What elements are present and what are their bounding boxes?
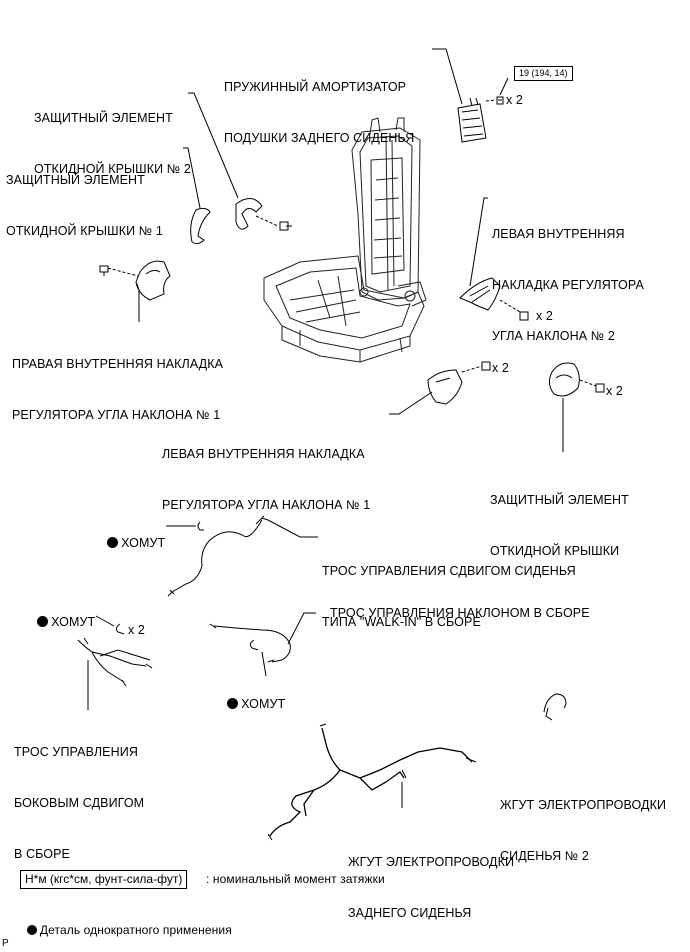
label-line: В СБОРЕ	[14, 847, 70, 861]
label-side-shift-cable: ТРОС УПРАВЛЕНИЯ БОКОВЫМ СДВИГОМ В СБОРЕ	[14, 710, 144, 880]
corner-code: P	[2, 938, 9, 949]
label-line: ПРАВАЯ ВНУТРЕННЯЯ НАКЛАДКА	[12, 357, 224, 371]
label-line: НАКЛАДКА РЕГУЛЯТОРА	[492, 278, 644, 292]
clamp-icon	[249, 639, 259, 651]
label-rear-seat-wire: ЖГУТ ЭЛЕКТРОПРОВОДКИ ЗАДНЕГО СИДЕНЬЯ	[348, 820, 514, 939]
label-line: ЗАЩИТНЫЙ ЭЛЕМЕНТ	[490, 493, 629, 507]
label-clamp: ХОМУТ	[30, 597, 95, 631]
label-line: ЗАЩИТНЫЙ ЭЛЕМЕНТ	[6, 173, 145, 187]
label-line: БОКОВЫМ СДВИГОМ	[14, 796, 145, 810]
screw-icon	[519, 311, 529, 321]
label-left-inner-recliner-1: ЛЕВАЯ ВНУТРЕННЯЯ НАКЛАДКА РЕГУЛЯТОРА УГЛ…	[162, 412, 370, 531]
single-use-dot-icon	[37, 616, 49, 627]
label-line: СИДЕНЬЯ № 2	[500, 849, 589, 863]
screw-icon	[279, 221, 292, 231]
quantity-label: x 2	[128, 623, 145, 637]
label-line: ЖГУТ ЭЛЕКТРОПРОВОДКИ	[348, 855, 515, 869]
right-inner-recliner-cover-1-part	[135, 260, 171, 301]
label-right-inner-recliner-1: ПРАВАЯ ВНУТРЕННЯЯ НАКЛАДКА РЕГУЛЯТОРА УГ…	[12, 322, 223, 441]
label-line: РЕГУЛЯТОРА УГЛА НАКЛОНА № 1	[12, 408, 221, 422]
walkin-cable-part	[171, 519, 263, 593]
label-walkin-cable: ТРОС УПРАВЛЕНИЯ СДВИГОМ СИДЕНЬЯ ТИПА "WA…	[322, 529, 576, 648]
label-line: ЖГУТ ЭЛЕКТРОПРОВОДКИ	[500, 798, 667, 812]
bolt-icon	[496, 96, 504, 105]
torque-spec-box: 19 (194, 14)	[514, 66, 573, 81]
left-inner-recliner-cover-1-part	[427, 369, 463, 405]
rear-cushion-spring	[457, 97, 497, 143]
label-line: ОТКИДНОЙ КРЫШКИ № 2	[34, 162, 191, 176]
label-recline-cable: ТРОС УПРАВЛЕНИЯ НАКЛОНОМ В СБОРЕ	[330, 606, 590, 620]
torque-legend-box: Н*м (кгс*см, фунт-сила-фут)	[20, 870, 188, 889]
label-hinge-cover-1: ЗАЩИТНЫЙ ЭЛЕМЕНТ ОТКИДНОЙ КРЫШКИ № 1	[6, 138, 163, 257]
label-left-inner-recliner-2: ЛЕВАЯ ВНУТРЕННЯЯ НАКЛАДКА РЕГУЛЯТОРА УГЛ…	[492, 192, 644, 362]
label-seat-wire-2: ЖГУТ ЭЛЕКТРОПРОВОДКИ СИДЕНЬЯ № 2	[500, 763, 666, 882]
quantity-label: x 2	[606, 384, 623, 398]
side-shift-cable-part	[77, 639, 151, 683]
label-clamp: ХОМУТ	[220, 679, 285, 713]
clamp-text: ХОМУТ	[121, 536, 166, 550]
single-use-legend-text: Деталь однократного применения	[39, 923, 232, 937]
label-line: ТРОС УПРАВЛЕНИЯ СДВИГОМ СИДЕНЬЯ	[322, 564, 576, 578]
single-use-dot-icon	[227, 698, 239, 709]
screw-icon	[481, 361, 491, 371]
label-line: РЕГУЛЯТОРА УГЛА НАКЛОНА № 1	[162, 498, 371, 512]
label-line: ТРОС УПРАВЛЕНИЯ	[14, 745, 138, 759]
label-line: ЗАЩИТНЫЙ ЭЛЕМЕНТ	[34, 111, 173, 125]
clamp-icon	[115, 623, 125, 635]
label-hinge-cover: ЗАЩИТНЫЙ ЭЛЕМЕНТ ОТКИДНОЙ КРЫШКИ	[490, 458, 629, 577]
label-line: ТИПА "WALK-IN" В СБОРЕ	[322, 615, 481, 629]
label-line: ПОДУШКИ ЗАДНЕГО СИДЕНЬЯ	[224, 131, 415, 145]
hinge-cover-2-part	[235, 198, 263, 230]
label-line: УГЛА НАКЛОНА № 2	[492, 329, 615, 343]
left-inner-recliner-cover-2-part	[459, 277, 501, 311]
clamp-icon	[197, 521, 204, 531]
seat-wire-2-part	[543, 693, 567, 721]
label-line: ОТКИДНОЙ КРЫШКИ № 1	[6, 224, 163, 238]
quantity-label: x 2	[506, 93, 523, 107]
hinge-cover-1-part	[190, 207, 211, 245]
screw-icon	[99, 265, 109, 276]
hinge-cover-part	[548, 362, 580, 397]
label-rear-cushion-spring: ПРУЖИННЫЙ АМОРТИЗАТОР ПОДУШКИ ЗАДНЕГО СИ…	[224, 45, 414, 164]
torque-legend-text: : номинальный момент затяжки	[206, 872, 385, 886]
single-use-legend: Деталь однократного применения	[20, 905, 232, 939]
label-clamp: ХОМУТ	[100, 518, 165, 552]
single-use-dot-icon	[26, 925, 37, 935]
seat-frame	[263, 117, 427, 363]
label-line: ЗАДНЕГО СИДЕНЬЯ	[348, 906, 472, 920]
recline-cable-part	[213, 625, 291, 663]
quantity-label: x 2	[492, 361, 509, 375]
rear-seat-wire-part	[269, 727, 473, 837]
label-line: ОТКИДНОЙ КРЫШКИ	[490, 544, 620, 558]
screw-icon	[595, 383, 605, 393]
label-line: ЛЕВАЯ ВНУТРЕННЯЯ НАКЛАДКА	[162, 447, 365, 461]
label-hinge-cover-2: ЗАЩИТНЫЙ ЭЛЕМЕНТ ОТКИДНОЙ КРЫШКИ № 2	[34, 76, 191, 195]
single-use-dot-icon	[107, 537, 119, 548]
clamp-text: ХОМУТ	[241, 697, 286, 711]
quantity-label: x 2	[536, 309, 553, 323]
clamp-text: ХОМУТ	[51, 615, 96, 629]
label-line: ПРУЖИННЫЙ АМОРТИЗАТОР	[224, 80, 407, 94]
label-line: ЛЕВАЯ ВНУТРЕННЯЯ	[492, 227, 625, 241]
